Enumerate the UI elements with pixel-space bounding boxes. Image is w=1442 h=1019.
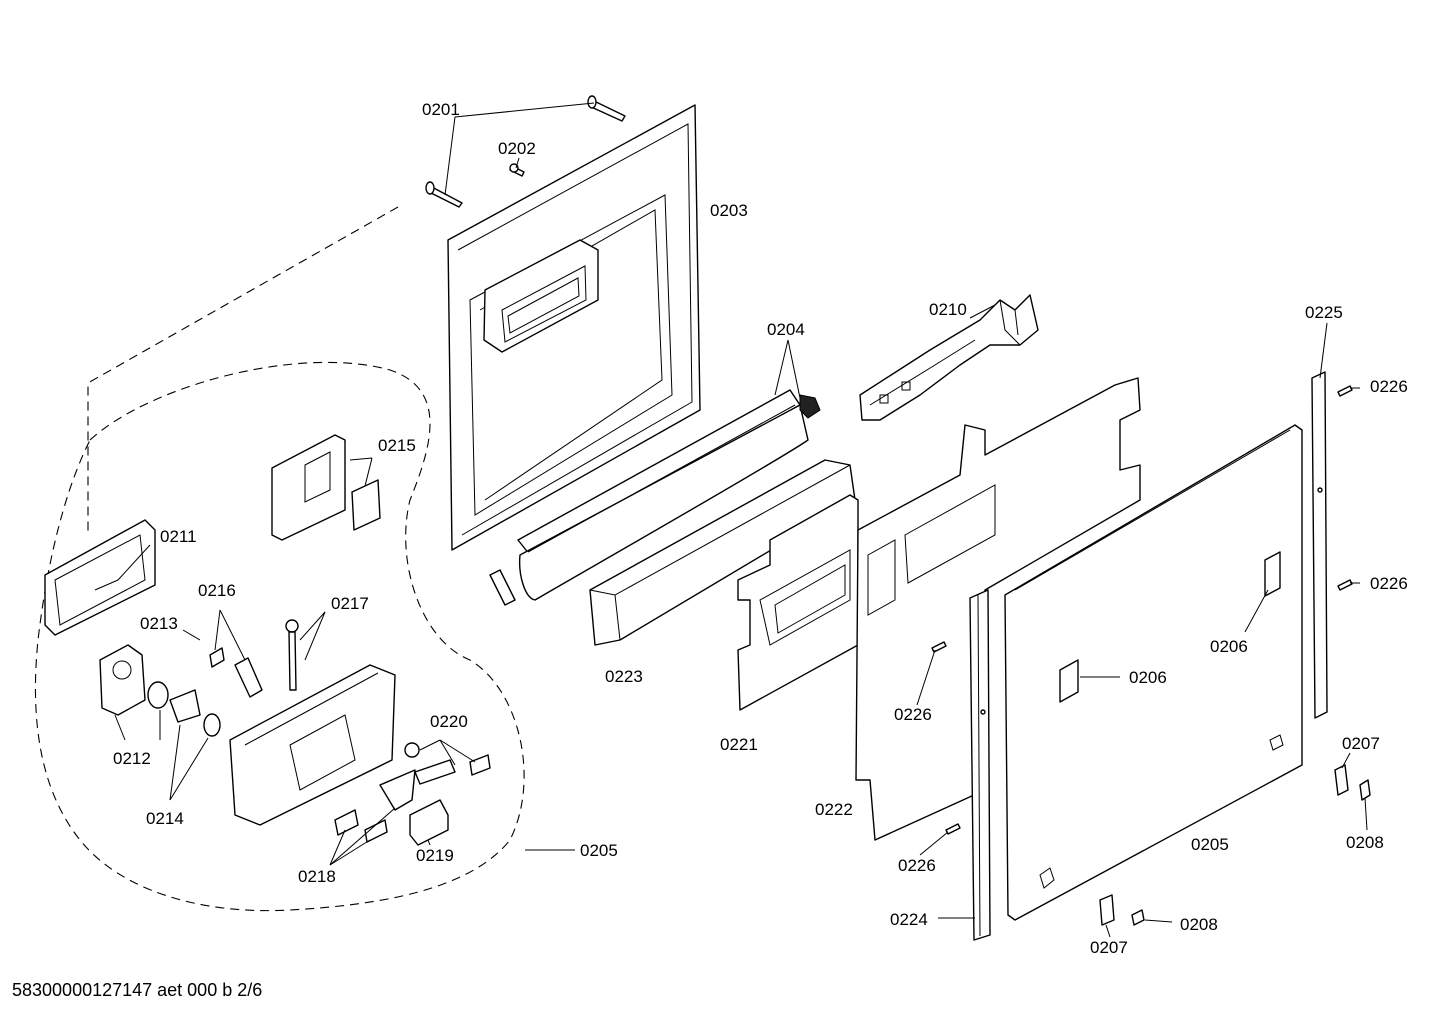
drawing-reference-number: 58300000127147 aet 000 b 2/6 xyxy=(12,980,263,1000)
callout-0215: 0215 xyxy=(378,436,416,455)
callout-0224: 0224 xyxy=(890,910,928,929)
callout-0226-c: 0226 xyxy=(894,705,932,724)
callout-0219: 0219 xyxy=(416,846,454,865)
part-0213-0214-rings xyxy=(147,681,221,737)
part-0212-housing xyxy=(99,644,146,716)
leader-lines xyxy=(94,102,1368,938)
callout-0208-b: 0208 xyxy=(1180,915,1218,934)
callout-0201: 0201 xyxy=(422,100,460,119)
callout-0226-b: 0226 xyxy=(1370,574,1408,593)
part-0205-detergent-dispenser xyxy=(229,664,396,826)
part-0210-hinge xyxy=(859,294,1039,421)
part-0204-seal-strip xyxy=(489,389,821,606)
callout-0206-b: 0206 xyxy=(1129,668,1167,687)
callout-0218: 0218 xyxy=(298,867,336,886)
part-0211-frame xyxy=(44,519,156,636)
part-0225-right-rail xyxy=(1311,371,1328,719)
callout-0202: 0202 xyxy=(498,139,536,158)
callout-0204: 0204 xyxy=(767,320,805,339)
callout-labels: 0201 0202 0203 0204 0210 0225 0226 0226 … xyxy=(113,100,1408,957)
part-0215-grille xyxy=(271,434,381,541)
part-0221-insulation xyxy=(737,494,859,711)
part-0224-left-rail xyxy=(969,589,991,941)
callout-0210: 0210 xyxy=(929,300,967,319)
callout-0205-b: 0205 xyxy=(1191,835,1229,854)
callout-0223: 0223 xyxy=(605,667,643,686)
callout-0221: 0221 xyxy=(720,735,758,754)
detail-boundary xyxy=(34,206,525,912)
part-0222-back-panel xyxy=(855,377,1141,841)
callout-0217: 0217 xyxy=(331,594,369,613)
callout-0207-b: 0207 xyxy=(1090,938,1128,957)
part-0201-screws xyxy=(425,95,626,208)
callout-0225: 0225 xyxy=(1305,303,1343,322)
part-0203-inner-door xyxy=(447,104,701,551)
part-0207-0208 xyxy=(1099,764,1371,926)
callout-0203: 0203 xyxy=(710,201,748,220)
callout-0226-a: 0226 xyxy=(1370,377,1408,396)
part-0219-switch xyxy=(409,799,449,846)
callout-0208-a: 0208 xyxy=(1346,833,1384,852)
callout-0213: 0213 xyxy=(140,614,178,633)
part-0216-0217-pins xyxy=(209,619,299,698)
callout-0216: 0216 xyxy=(198,581,236,600)
part-0226-screws xyxy=(931,385,1353,835)
callout-0226-d: 0226 xyxy=(898,856,936,875)
part-0202-screw xyxy=(509,163,525,177)
part-0218-0220-springs xyxy=(334,742,491,843)
callout-0211: 0211 xyxy=(160,527,197,546)
callout-0214: 0214 xyxy=(146,809,184,828)
callout-0205-a: 0205 xyxy=(580,841,618,860)
callout-0212: 0212 xyxy=(113,749,151,768)
callout-0220: 0220 xyxy=(430,712,468,731)
callout-0207-a: 0207 xyxy=(1342,734,1380,753)
callout-0222: 0222 xyxy=(815,800,853,819)
callout-0206-a: 0206 xyxy=(1210,637,1248,656)
part-0205-outer-door xyxy=(1004,424,1303,921)
